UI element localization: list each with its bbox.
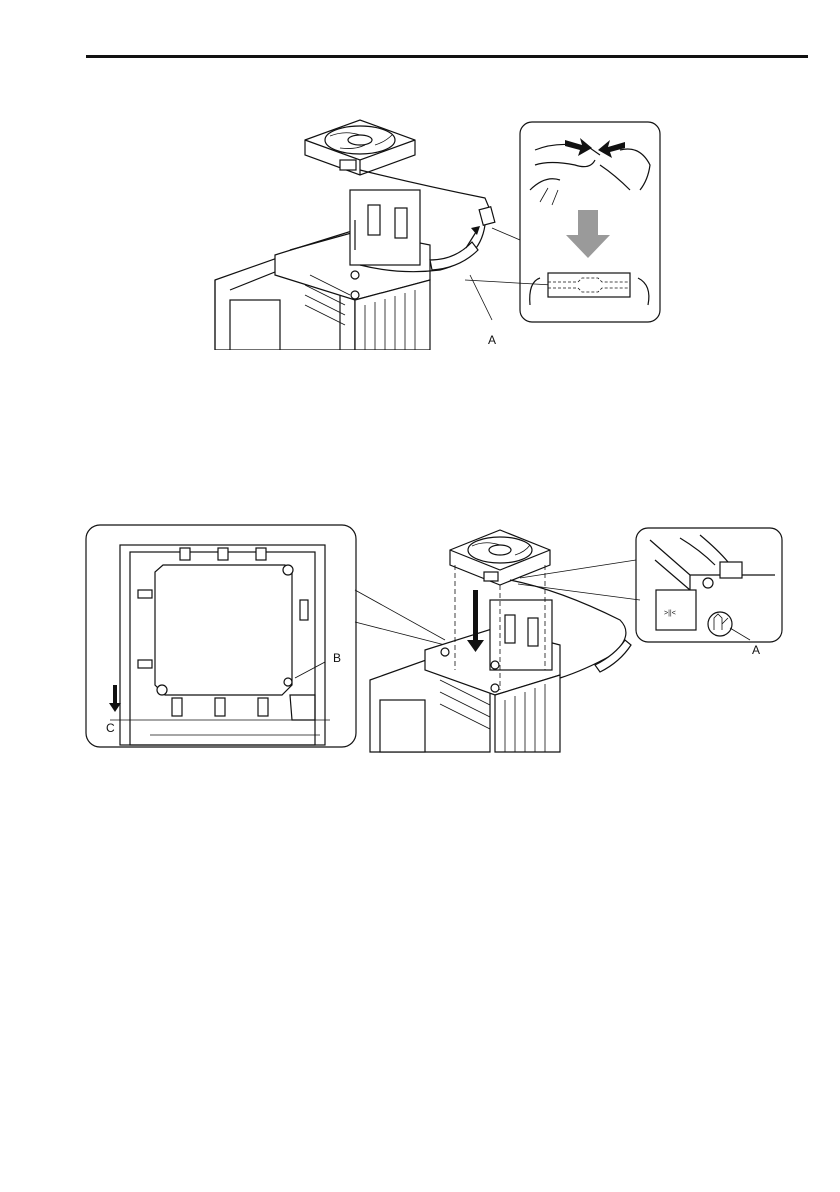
header-rule (86, 55, 808, 58)
inset-fan-orientation (86, 525, 356, 747)
callout-label-c: C (106, 721, 115, 735)
cable-tube-2 (595, 640, 631, 672)
callout-label-a: A (488, 333, 496, 347)
cable-tube (430, 242, 478, 270)
callout-label-b: B (333, 651, 341, 665)
insert-down-arrow-icon (467, 590, 484, 652)
cooling-fan-illustration-2 (450, 530, 550, 585)
airflow-symbol-text: >||< (664, 610, 676, 617)
cooling-fan-illustration (305, 120, 415, 175)
figure-fan-cable-connection: A (0, 110, 840, 350)
cable-connector (479, 207, 495, 226)
callout-label-a2: A (752, 643, 760, 657)
inset-label-orientation: >||< (518, 528, 782, 642)
drive-unit-illustration (215, 190, 430, 350)
drive-unit-illustration-2 (370, 600, 560, 752)
figure-fan-installation: B C (0, 520, 840, 755)
